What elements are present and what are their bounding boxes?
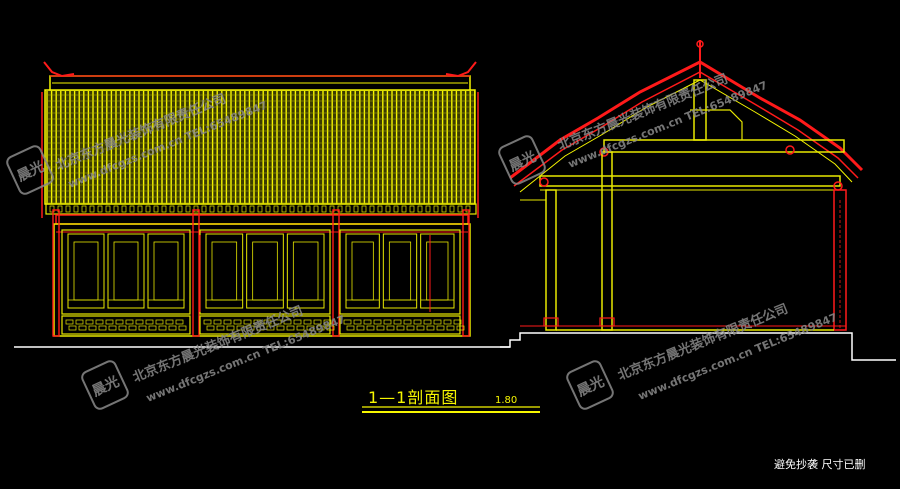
- drawing-title: 1—1剖面图: [368, 388, 459, 407]
- column-3: [462, 209, 470, 337]
- window-panel: [345, 233, 380, 309]
- window-pane: [153, 241, 179, 301]
- front-elevation: [41, 61, 479, 337]
- svg-text:晨光: 晨光: [89, 373, 122, 400]
- window-panel: [420, 233, 455, 309]
- bracket-0: [539, 177, 549, 187]
- drawing-scale: 1.80: [495, 395, 518, 406]
- dado-lattice: [339, 315, 461, 335]
- window-pane: [73, 241, 99, 301]
- ground-line: [14, 332, 896, 413]
- copy-notice: 避免抄袭 尺寸已删: [774, 458, 866, 471]
- window-panel: [286, 233, 325, 309]
- column-0: [52, 209, 60, 337]
- bay-frame: [61, 229, 191, 315]
- ridge-finial: [696, 40, 704, 48]
- window-pane: [211, 241, 238, 301]
- window-panel: [67, 233, 105, 309]
- column-base-1: [599, 317, 615, 327]
- truss-brace: [690, 109, 743, 140]
- window-pane: [351, 241, 374, 301]
- roof-tile-pattern: [46, 91, 476, 204]
- watermark-seal-4: 晨光: [566, 360, 614, 410]
- dado-lattice: [199, 315, 331, 335]
- window-panel: [382, 233, 418, 309]
- bay-2: [339, 229, 465, 335]
- front-beam: [55, 214, 469, 225]
- column-base-0: [543, 317, 559, 327]
- window-pane: [113, 241, 139, 301]
- window-pane: [252, 241, 278, 301]
- cross-section: [509, 40, 864, 331]
- bay-0: [61, 229, 191, 335]
- window-pane: [388, 241, 412, 301]
- column-2: [332, 209, 340, 337]
- svg-text:晨光: 晨光: [574, 373, 607, 400]
- watermark-seal-2: 晨光: [81, 360, 129, 410]
- bracket-2: [785, 145, 795, 155]
- bay-frame: [339, 229, 461, 315]
- window-panel: [147, 233, 185, 309]
- eave-band: [45, 203, 477, 215]
- upper-beam: [603, 139, 845, 153]
- bay-frame: [199, 229, 331, 315]
- window-panel: [246, 233, 284, 309]
- ridge-ornament-left: [43, 61, 75, 78]
- eave-brackets: [49, 205, 471, 213]
- column-1: [192, 209, 200, 337]
- lower-beam: [539, 175, 841, 187]
- window-panel: [107, 233, 145, 309]
- dado-lattice: [61, 315, 191, 335]
- inner-column: [601, 151, 613, 331]
- ground-steps-right: [500, 332, 896, 361]
- window-panel: [205, 233, 244, 309]
- facade-frame: [53, 223, 471, 337]
- rear-wall: [833, 189, 847, 331]
- ridge-ornament-right: [445, 61, 477, 78]
- window-pane: [292, 241, 319, 301]
- front-column: [545, 189, 557, 331]
